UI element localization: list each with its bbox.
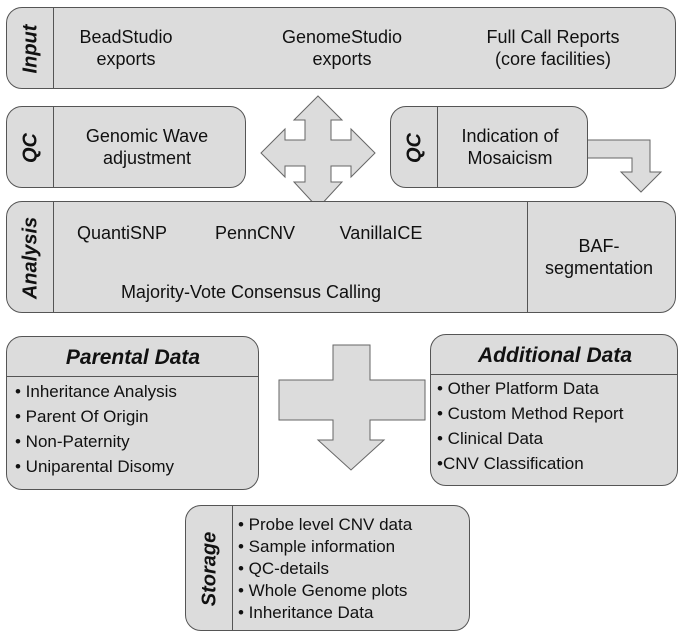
list-item: • Probe level CNV data <box>238 515 413 534</box>
consensus-calling: Majority-Vote Consensus Calling <box>120 282 382 302</box>
analysis-box: Analysis QuantiSNP PennCNV VanillaICE Ma… <box>6 201 676 313</box>
additional-data-box: Additional Data • Other Platform Data • … <box>430 334 678 486</box>
storage-box: Storage • Probe level CNV data • Sample … <box>185 505 470 631</box>
list-item: • Parent Of Origin <box>15 407 149 426</box>
list-item: • Uniparental Disomy <box>15 457 175 476</box>
four-way-arrow <box>260 95 376 209</box>
qc-label: QC <box>19 133 42 163</box>
list-item: • Inheritance Analysis <box>15 382 177 401</box>
list-item: • Inheritance Data <box>238 603 374 622</box>
parental-data-box: Parental Data • Inheritance Analysis • P… <box>6 336 259 490</box>
tool-vanillaice: VanillaICE <box>339 223 423 243</box>
qc-label: QC <box>403 133 426 163</box>
parental-data-list: • Inheritance Analysis • Parent Of Origi… <box>15 379 177 479</box>
list-item: •CNV Classification <box>437 454 584 473</box>
list-item: • Custom Method Report <box>437 404 624 423</box>
input-label: Input <box>19 24 42 74</box>
list-item: • Other Platform Data <box>437 379 599 398</box>
tool-penncnv: PennCNV <box>214 223 296 243</box>
parental-data-title: Parental Data <box>65 346 201 369</box>
additional-data-list: • Other Platform Data • Custom Method Re… <box>437 376 623 476</box>
list-item: • Whole Genome plots <box>238 581 408 600</box>
input-item-full-call-reports: Full Call Reports(core facilities) <box>486 27 620 69</box>
baf-segmentation: BAF-segmentation <box>544 236 654 278</box>
analysis-label: Analysis <box>19 216 42 300</box>
bent-down-arrow <box>581 139 663 193</box>
cross-down-arrow <box>278 344 426 471</box>
tool-quantisnp: QuantiSNP <box>76 223 168 243</box>
list-item: • Clinical Data <box>437 429 544 448</box>
list-item: • Non-Paternity <box>15 432 130 451</box>
list-item: • QC-details <box>238 559 329 578</box>
storage-list: • Probe level CNV data • Sample informat… <box>238 514 412 624</box>
list-item: • Sample information <box>238 537 396 556</box>
additional-data-title: Additional Data <box>477 344 633 367</box>
storage-label: Storage <box>198 531 221 607</box>
